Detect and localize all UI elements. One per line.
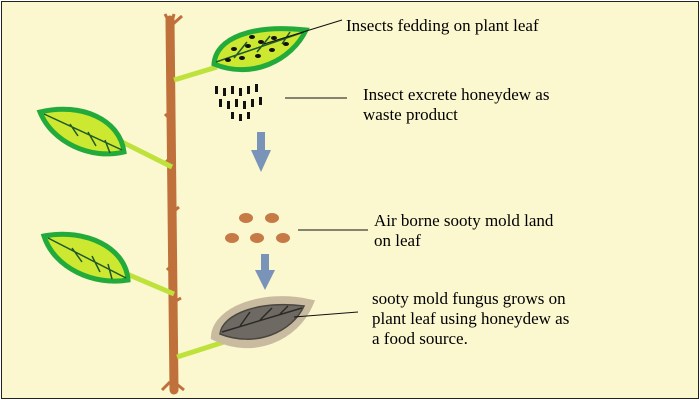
leader-line-fungus: [293, 311, 359, 318]
petiole-bottom: [176, 339, 225, 360]
label-line: a food source.: [372, 329, 468, 348]
plant-stem: [160, 13, 185, 395]
petiole-upper-left: [120, 139, 174, 170]
label-line: plant leaf using honeydew as: [372, 309, 570, 328]
airborne-spores: [225, 213, 290, 243]
label-line: sooty mold fungus grows on: [372, 289, 566, 308]
petiole-top: [173, 64, 218, 83]
label-line: Insects fedding on plant leaf: [346, 16, 539, 35]
label-line: Air borne sooty mold land: [374, 211, 554, 230]
label-line: waste product: [363, 105, 458, 124]
leader-line-insects: [263, 19, 343, 45]
label-line: Insect excrete honeydew as: [363, 85, 550, 104]
petiole-lower-left: [126, 271, 175, 297]
label-spores: Air borne sooty mold land on leaf: [374, 211, 553, 251]
label-fungus: sooty mold fungus grows on plant leaf us…: [372, 289, 569, 349]
sooty-mold-leaf: [210, 296, 316, 349]
insect-dots: [225, 35, 289, 62]
insect-infested-leaf: [211, 26, 310, 73]
label-line: on leaf: [374, 231, 421, 250]
label-insects-feeding: Insects fedding on plant leaf: [346, 16, 539, 36]
honeydew-droplets: [215, 84, 262, 121]
down-arrow-2: [255, 254, 275, 290]
label-honeydew: Insect excrete honeydew as waste product: [363, 85, 549, 125]
healthy-leaf-lower: [40, 231, 131, 284]
healthy-leaf-upper: [36, 106, 127, 157]
down-arrow-1: [251, 132, 271, 172]
